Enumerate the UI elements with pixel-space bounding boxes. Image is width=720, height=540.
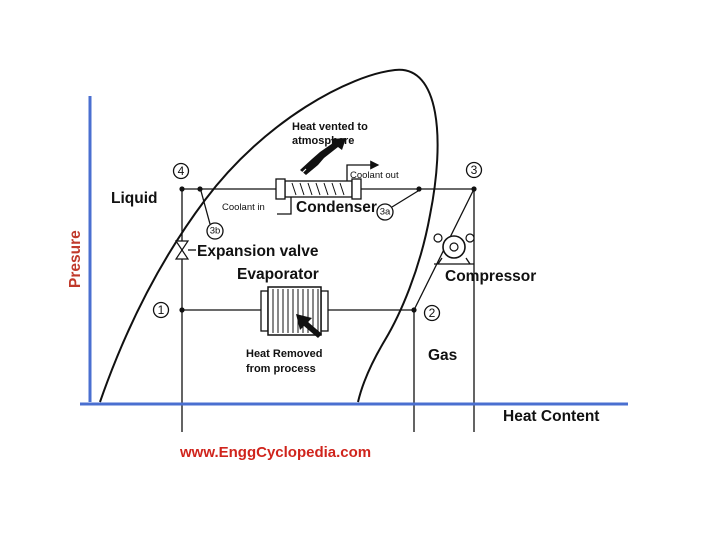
- watermark-url: www.EnggCyclopedia.com: [179, 444, 371, 461]
- state-point-2: 2: [423, 304, 441, 322]
- evaporator-icon: [260, 286, 329, 336]
- coolant-in-line: [277, 197, 292, 215]
- cycle-lines: [179, 186, 477, 432]
- svg-text:3a: 3a: [380, 207, 391, 218]
- coolant-in-label: Coolant in: [222, 202, 265, 213]
- coolant-out-arrow-icon: [346, 160, 380, 181]
- condenser-icon: [275, 178, 362, 200]
- svg-text:1: 1: [158, 303, 165, 317]
- state-point-1: 1: [152, 301, 170, 319]
- heat-removed-label-line1: Heat Removed: [246, 348, 322, 360]
- y-axis-label: Presure: [67, 230, 84, 288]
- state-point-3: 3: [465, 161, 483, 179]
- expansion-valve-label: Expansion valve: [197, 243, 319, 260]
- coolant-out-label: Coolant out: [350, 170, 399, 181]
- heat-removed-label-line2: from process: [246, 363, 316, 375]
- saturation-dome: [99, 68, 439, 403]
- gas-label: Gas: [428, 347, 457, 364]
- state-point-4: 4: [172, 162, 190, 180]
- state-point-3b: 3b: [200, 190, 224, 240]
- x-axis-label: Heat Content: [503, 408, 599, 425]
- svg-text:4: 4: [178, 164, 185, 178]
- heat-vented-arrow-icon: [299, 138, 346, 178]
- svg-text:3b: 3b: [210, 226, 221, 237]
- compressor-label: Compressor: [445, 268, 536, 285]
- heat-vented-label-line1: Heat vented to: [292, 121, 368, 133]
- evaporator-label: Evaporator: [237, 266, 319, 283]
- svg-text:3: 3: [471, 163, 478, 177]
- condenser-label: Condenser: [296, 199, 377, 216]
- heat-removed-arrow-icon: [296, 314, 322, 338]
- svg-text:2: 2: [429, 306, 436, 320]
- compressor-icon: [433, 233, 475, 265]
- expansion-valve-icon: [174, 240, 196, 260]
- heat-vented-label-line2: atmosphere: [292, 135, 354, 147]
- liquid-label: Liquid: [111, 190, 158, 207]
- state-point-3a: 3a: [376, 190, 419, 221]
